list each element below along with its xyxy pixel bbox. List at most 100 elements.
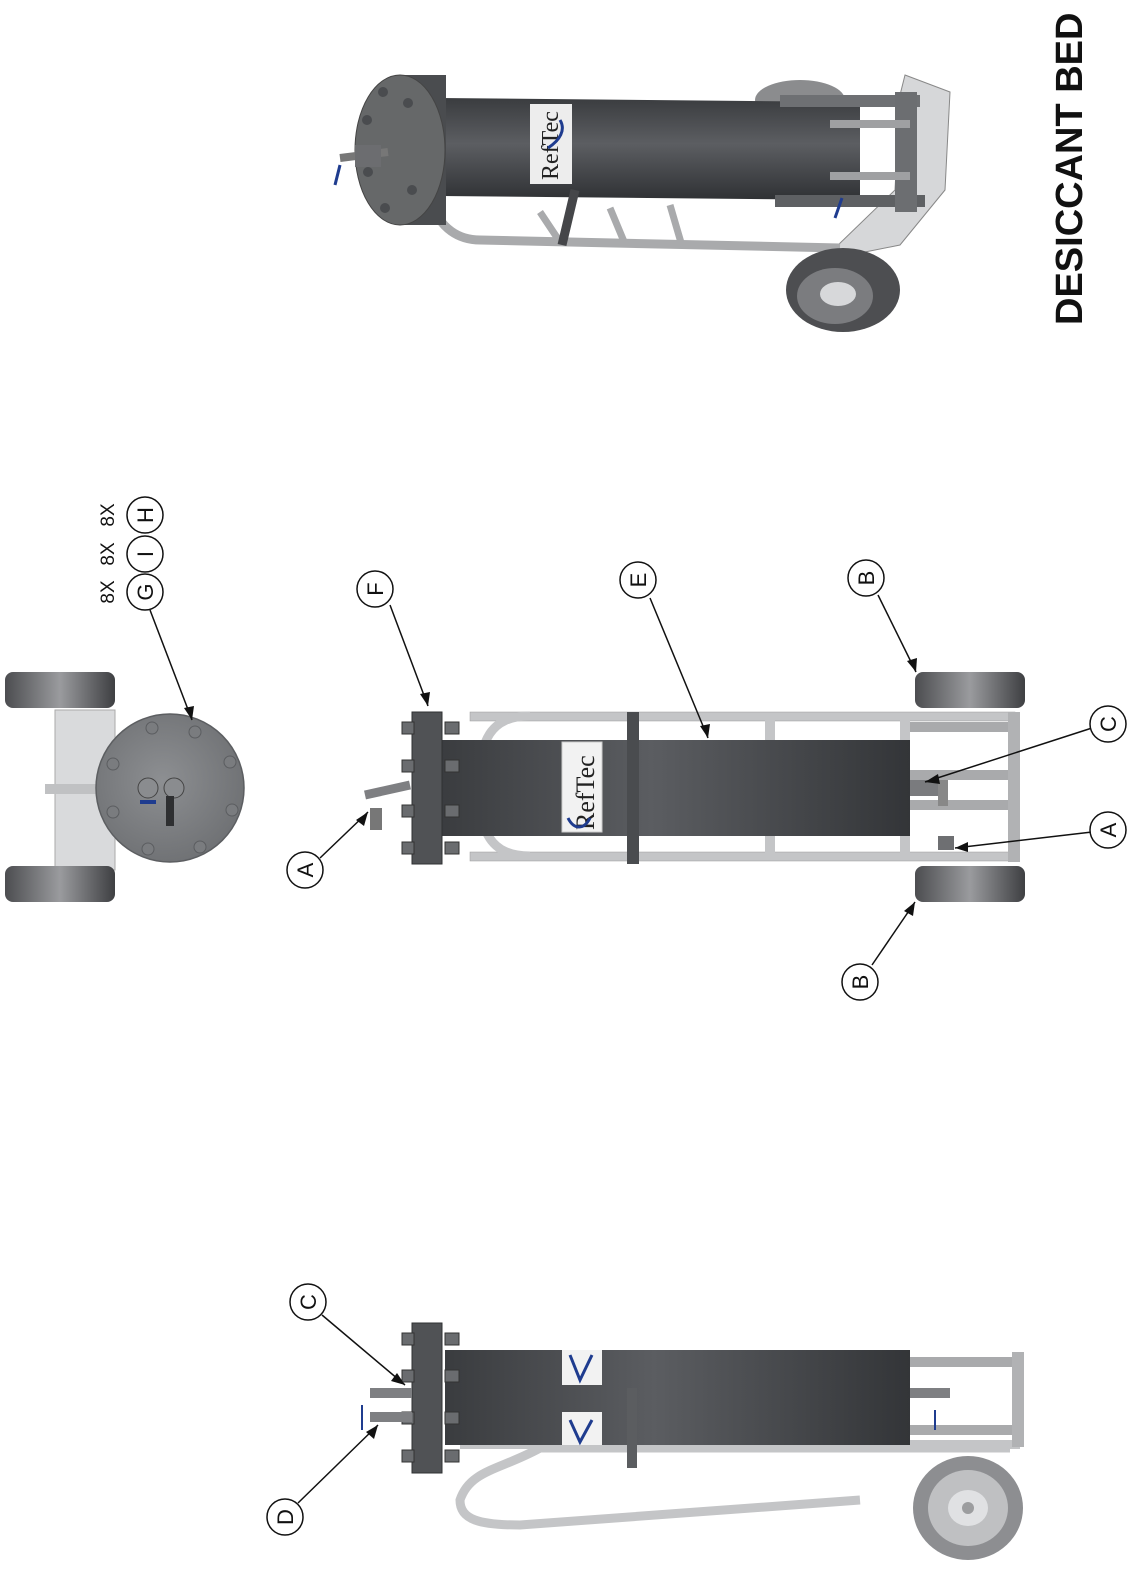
front-frame-tube-upper xyxy=(469,711,1016,722)
side-view-callouts: C D xyxy=(266,1283,406,1536)
side-top-fitting-2 xyxy=(370,1412,412,1422)
iso-tank-body xyxy=(440,98,860,200)
iso-cross-bars xyxy=(537,204,686,247)
front-view: RefTec xyxy=(364,672,1025,902)
iso-lower-valve-handle xyxy=(833,197,844,219)
side-stand-foot xyxy=(1012,1352,1024,1447)
svg-text:B: B xyxy=(854,571,879,586)
iso-stand-leg xyxy=(895,92,917,212)
side-wheel xyxy=(913,1456,1023,1560)
iso-stand-rail-2 xyxy=(830,172,910,180)
leader-c-front xyxy=(924,727,1093,783)
svg-text:DESICCANT BED: DESICCANT BED xyxy=(1049,13,1091,325)
svg-text:E: E xyxy=(626,573,651,588)
svg-text:B: B xyxy=(848,975,873,990)
leader-d xyxy=(297,1424,379,1504)
front-bottom-elbow xyxy=(938,780,948,806)
svg-text:H: H xyxy=(133,507,158,523)
top-valve-stem xyxy=(166,796,174,826)
leader-b-lower-arrow xyxy=(904,902,915,916)
side-brand-logo-2 xyxy=(568,1419,594,1446)
top-valve-handle-blue xyxy=(140,800,156,804)
front-flange xyxy=(411,711,443,865)
leader-f-arrow xyxy=(420,692,430,706)
front-wheel-left xyxy=(915,672,1025,708)
qty-label-h: 8X xyxy=(98,503,119,527)
callout-bubble-e: E xyxy=(619,561,657,599)
front-brand-text: RefTec xyxy=(571,755,600,830)
side-brand-logo-1 xyxy=(568,1354,594,1384)
svg-text:RefTec: RefTec xyxy=(571,755,600,830)
qty-label-i: 8X xyxy=(98,542,119,566)
leader-b-upper-arrow xyxy=(907,658,917,672)
leader-g xyxy=(149,609,193,721)
leader-a-upper-arrow xyxy=(356,812,368,826)
front-stand-rail-2 xyxy=(910,770,1010,780)
callout-bubble-a-lower: A xyxy=(1089,811,1127,849)
iso-strap xyxy=(557,188,580,247)
callout-bubble-b-lower: B xyxy=(841,963,879,1001)
front-flange-bolts xyxy=(401,721,460,855)
front-stand-rail-1 xyxy=(910,722,1010,732)
side-tank-body xyxy=(445,1350,910,1445)
side-bottom-fitting xyxy=(910,1388,950,1398)
front-tank-body xyxy=(440,740,910,836)
top-flange-bolts xyxy=(106,721,239,856)
front-top-valve-pipe xyxy=(364,780,411,800)
svg-text:D: D xyxy=(273,1509,298,1525)
iso-front-wheel xyxy=(786,248,900,332)
front-top-valve-drop xyxy=(370,808,382,830)
qty-label-g: 8X xyxy=(98,580,119,604)
svg-text:F: F xyxy=(363,582,388,595)
iso-flange-bolts xyxy=(362,87,417,213)
front-strap xyxy=(627,712,639,864)
side-brand-label-1 xyxy=(562,1350,602,1385)
callout-bubble-a-upper: A xyxy=(286,851,324,889)
side-strap xyxy=(627,1388,637,1468)
leader-c-front-arrow xyxy=(925,774,940,784)
side-top-fitting-1 xyxy=(370,1388,412,1398)
callout-bubble-g: G xyxy=(126,573,164,611)
iso-stand-bottom xyxy=(775,195,925,207)
side-view xyxy=(361,1322,1024,1560)
callout-bubble-i: I xyxy=(126,535,164,573)
iso-valve-handle xyxy=(333,164,342,186)
side-stand-rail-bottom xyxy=(910,1425,1020,1435)
leader-g-arrow xyxy=(184,706,194,720)
leader-a-lower xyxy=(954,831,1093,849)
leader-b-upper xyxy=(877,594,917,673)
top-view-callouts: G I H 8X 8X 8X xyxy=(98,496,194,721)
iso-brand-logo xyxy=(547,119,564,150)
callout-bubble-c-side: C xyxy=(289,1283,327,1321)
leader-e xyxy=(649,597,709,739)
svg-text:A: A xyxy=(293,862,318,877)
callout-bubble-c-front: C xyxy=(1089,705,1127,743)
side-flange xyxy=(411,1322,443,1474)
iso-stand-top xyxy=(780,95,920,107)
leader-f xyxy=(389,604,429,707)
top-wheel-left xyxy=(5,672,115,708)
iso-handle xyxy=(425,198,841,253)
top-port-1 xyxy=(137,777,159,799)
iso-valve-body xyxy=(355,145,381,167)
callout-bubble-f: F xyxy=(356,570,394,608)
top-wheel-right xyxy=(5,866,115,902)
svg-text:C: C xyxy=(296,1294,321,1310)
svg-text:8X: 8X xyxy=(98,542,119,566)
callout-bubble-h: H xyxy=(126,496,164,534)
svg-text:I: I xyxy=(133,551,158,557)
front-stand-foot xyxy=(1008,712,1020,862)
front-bottom-fitting xyxy=(910,780,940,796)
top-view xyxy=(5,672,245,902)
callout-bubble-b-upper: B xyxy=(847,559,885,597)
leader-d-arrow xyxy=(366,1425,378,1439)
leader-c-side xyxy=(321,1314,406,1386)
front-view-callouts: F E B C A xyxy=(286,559,1127,1001)
iso-stand-rail-1 xyxy=(830,120,910,128)
drawing-title: DESICCANT BED xyxy=(1049,13,1091,325)
front-brand-logo xyxy=(566,817,592,829)
leader-c-side-arrow xyxy=(391,1373,405,1385)
svg-text:C: C xyxy=(1096,716,1121,732)
side-handle xyxy=(455,1443,1010,1530)
